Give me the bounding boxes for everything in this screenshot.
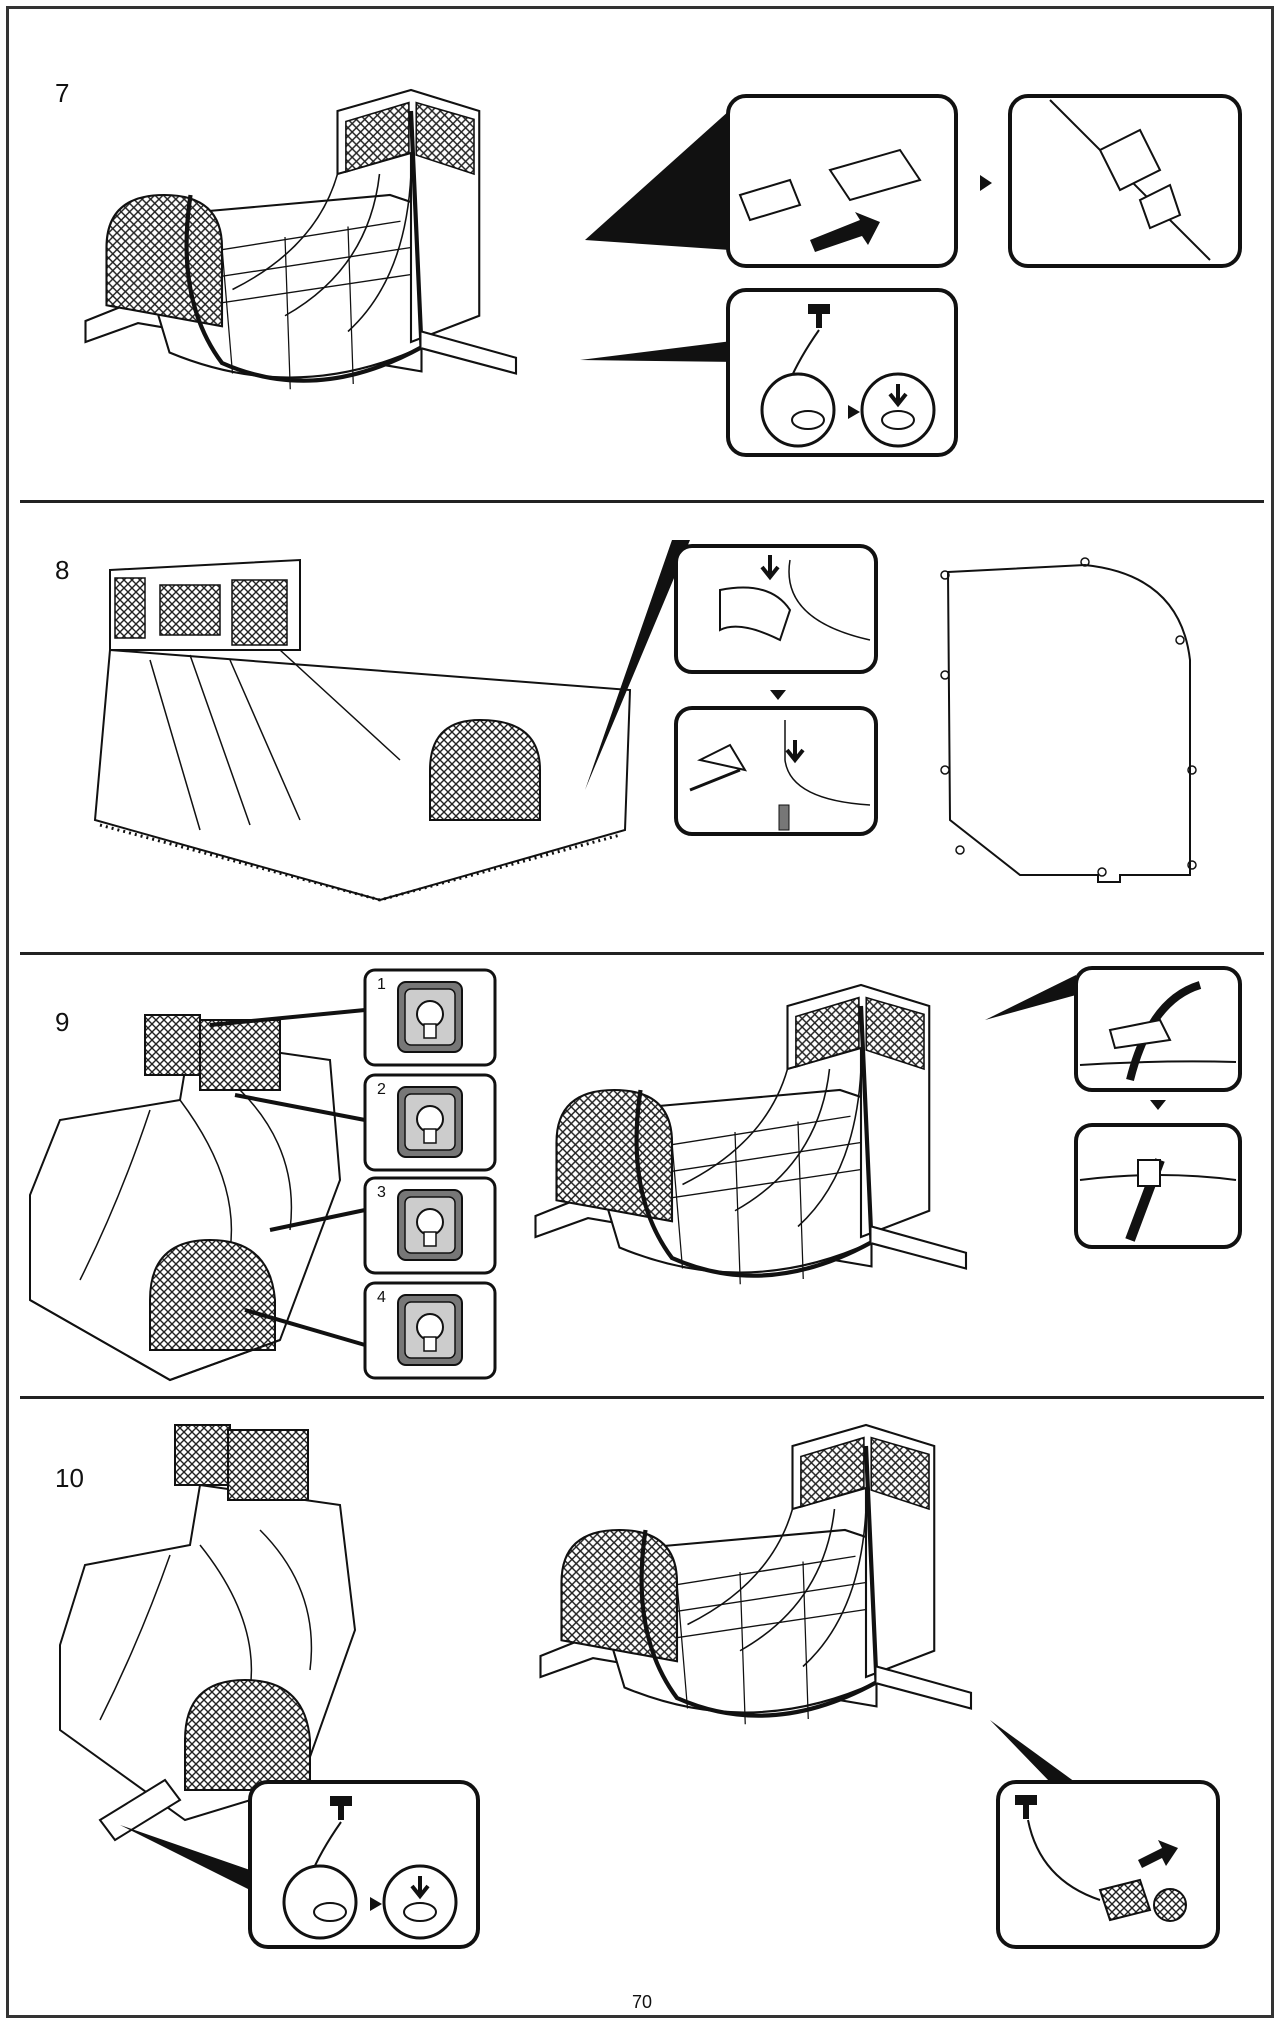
step-10-slide-back-drawing — [541, 1425, 972, 1724]
valve-label-3: 3 — [377, 1184, 386, 1201]
valve-label-1: 1 — [377, 976, 386, 993]
step-9-number: 9 — [55, 1007, 70, 1037]
step-8-number: 8 — [55, 555, 70, 585]
valve-label-4: 4 — [377, 1289, 386, 1306]
step-9-valve-leader-lines — [209, 1008, 366, 1347]
step-9-slide-front-drawing — [29, 1014, 342, 1382]
step-9-slide-back-drawing — [536, 985, 967, 1284]
section-divider — [20, 500, 1264, 503]
step-8-slide-drawing — [93, 558, 632, 902]
page-frame — [6, 6, 1274, 2018]
section-divider — [20, 952, 1264, 955]
step-7-fill-pointer — [580, 340, 740, 362]
step-7-buckle-closed-box — [1008, 94, 1242, 268]
step-8-stake-box-2 — [674, 706, 878, 836]
valve-label-2: 2 — [377, 1081, 386, 1098]
step-9-strap-box-2 — [1074, 1123, 1242, 1249]
step-8-callout-pointer — [585, 540, 690, 790]
step-10-callout-pointer — [990, 1720, 1075, 1782]
step-8-down-arrow — [770, 690, 786, 700]
page-number: 70 — [631, 1992, 653, 2012]
step-7-slide-drawing — [86, 90, 517, 389]
step-7-arrow — [980, 175, 992, 191]
step-9-strap-box-1 — [1074, 966, 1242, 1092]
step-9-callout-pointer — [985, 975, 1076, 1020]
step-9-down-arrow — [1150, 1100, 1166, 1110]
step-8-stake-layout-diagram — [940, 557, 1197, 883]
step-7-fill-valve-box — [726, 288, 958, 457]
step-7-number: 7 — [55, 78, 70, 108]
step-10-hose-box — [996, 1780, 1220, 1949]
step-7-callout-pointer — [585, 110, 730, 250]
step-10-fill-pointer — [120, 1825, 250, 1890]
step-10-number: 10 — [55, 1463, 84, 1493]
section-divider — [20, 1396, 1264, 1399]
step-10-slide-front-drawing — [59, 1424, 357, 1842]
step-7-buckle-box — [726, 94, 958, 268]
step-8-stake-box-1 — [674, 544, 878, 674]
step-10-fill-valve-box — [248, 1780, 480, 1949]
